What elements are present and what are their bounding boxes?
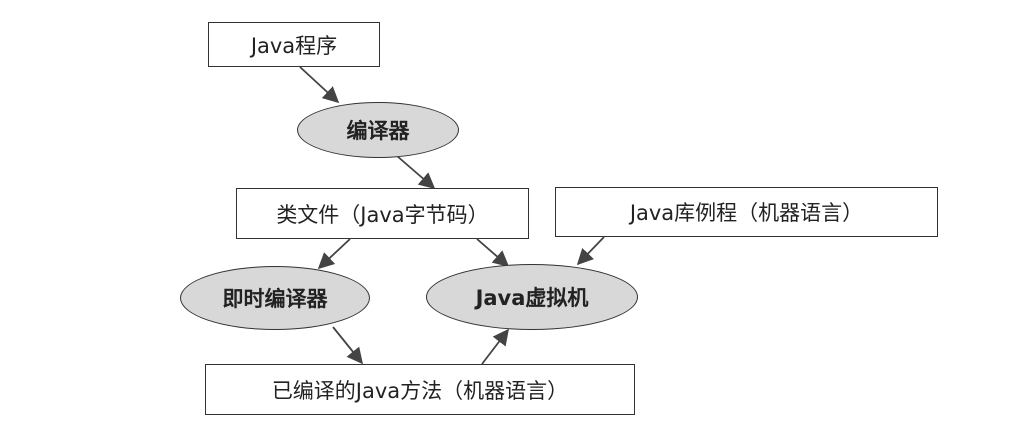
node-java-program: Java程序 (208, 22, 380, 67)
node-jit-compiler: 即时编译器 (180, 266, 370, 330)
arrow-program-to-compiler (299, 66, 340, 104)
arrow-library-to-jvm (576, 236, 605, 266)
arrow-classfile-to-jvm (476, 238, 510, 268)
arrow-compiler-to-classfile (396, 155, 436, 190)
arrow-compiled-to-jvm (481, 328, 509, 365)
node-compiled-method: 已编译的Java方法（机器语言） (205, 364, 635, 415)
node-jvm: Java虚拟机 (426, 264, 638, 330)
arrow-jit-to-compiled (332, 326, 364, 365)
node-class-file: 类文件（Java字节码） (236, 188, 529, 239)
node-compiler: 编译器 (297, 102, 459, 158)
arrow-classfile-to-jit (317, 238, 351, 270)
node-java-library: Java库例程（机器语言） (555, 187, 938, 237)
